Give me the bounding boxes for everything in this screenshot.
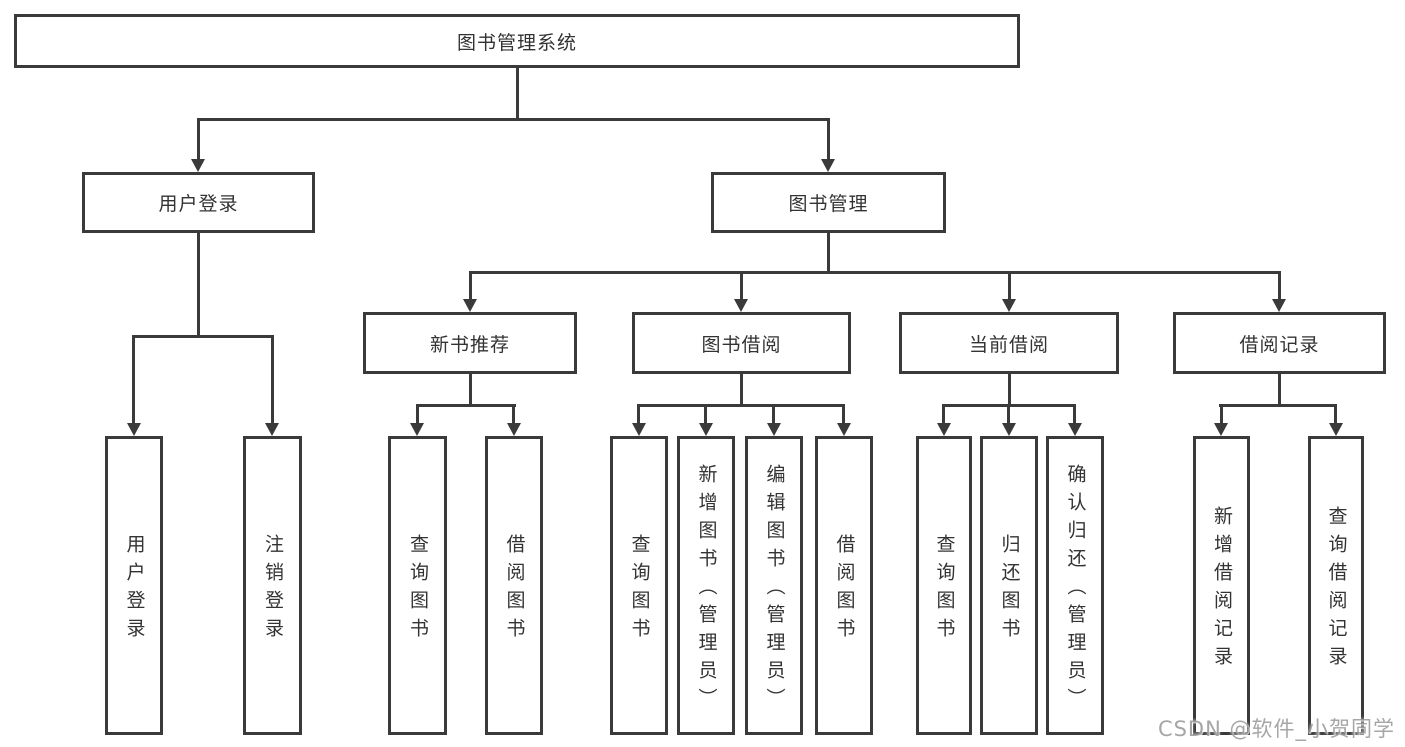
node-label: 图书管理	[788, 193, 869, 215]
arrow-down-icon	[1272, 299, 1286, 312]
arrow-down-icon	[632, 423, 646, 436]
node-new-book-recommend: 新书推荐	[363, 312, 577, 374]
connector-line	[469, 271, 1280, 274]
leaf-borrow-book: 借阅图书	[815, 436, 873, 735]
arrow-down-icon	[699, 423, 713, 436]
connector-line	[1007, 404, 1010, 423]
leaf-user-login: 用户登录	[105, 436, 163, 735]
node-user-login: 用户登录	[82, 172, 315, 233]
arrow-down-icon	[1002, 423, 1016, 436]
connector-line	[197, 118, 830, 121]
leaf-label: 查询图书	[628, 534, 651, 646]
leaf-query-borrow-record: 查询借阅记录	[1308, 436, 1364, 735]
leaf-label: 确认归还（管理员）	[1064, 464, 1087, 716]
connector-line	[842, 404, 845, 423]
leaf-query-book-borrow: 查询图书	[610, 436, 668, 735]
arrow-down-icon	[837, 423, 851, 436]
connector-line	[740, 271, 743, 299]
connector-line	[469, 374, 472, 407]
leaf-label: 编辑图书（管理员）	[763, 464, 786, 716]
leaf-confirm-return-admin: 确认归还（管理员）	[1046, 436, 1104, 735]
leaf-add-book-admin: 新增图书（管理员）	[677, 436, 735, 735]
connector-line	[197, 233, 200, 338]
connector-line	[469, 271, 472, 299]
connector-line	[512, 404, 515, 423]
connector-line	[740, 374, 743, 407]
node-label: 图书借阅	[701, 333, 782, 356]
connector-line	[271, 335, 274, 423]
connector-line	[416, 404, 419, 423]
connector-line	[1219, 404, 1337, 407]
leaf-borrow-book-recommend: 借阅图书	[485, 436, 543, 735]
leaf-label: 注销登录	[262, 534, 284, 646]
arrow-down-icon	[734, 299, 748, 312]
node-label: 借阅记录	[1239, 333, 1320, 356]
arrow-down-icon	[767, 423, 781, 436]
node-current-borrow: 当前借阅	[899, 312, 1119, 374]
arrow-down-icon	[937, 423, 951, 436]
leaf-edit-book-admin: 编辑图书（管理员）	[745, 436, 803, 735]
leaf-label: 新增图书（管理员）	[695, 464, 718, 716]
connector-line	[516, 68, 519, 120]
node-label: 新书推荐	[429, 333, 510, 356]
leaf-label: 借阅图书	[503, 534, 526, 646]
connector-line	[704, 404, 707, 423]
leaf-label: 借阅图书	[833, 534, 856, 646]
node-book-management: 图书管理	[711, 172, 946, 233]
leaf-add-borrow-record: 新增借阅记录	[1193, 436, 1250, 735]
leaf-label: 查询借阅记录	[1325, 506, 1348, 674]
node-label: 图书管理系统	[456, 31, 577, 54]
arrow-down-icon	[127, 423, 141, 436]
connector-line	[1008, 271, 1011, 299]
arrow-down-icon	[1329, 423, 1343, 436]
connector-line	[197, 118, 200, 159]
connector-line	[1220, 404, 1223, 423]
connector-line	[1008, 374, 1011, 407]
arrow-down-icon	[1068, 423, 1082, 436]
arrow-down-icon	[1214, 423, 1228, 436]
arrow-down-icon	[265, 423, 279, 436]
arrow-down-icon	[507, 423, 521, 436]
leaf-query-book-current: 查询图书	[916, 436, 972, 735]
node-book-borrow: 图书借阅	[632, 312, 851, 374]
connector-line	[942, 404, 945, 423]
arrow-down-icon	[463, 299, 477, 312]
connector-line	[1278, 271, 1281, 299]
connector-line	[416, 404, 516, 407]
leaf-label: 归还图书	[998, 534, 1021, 646]
connector-line	[637, 404, 640, 423]
connector-line	[827, 118, 830, 159]
leaf-label: 查询图书	[407, 534, 429, 646]
node-borrow-record: 借阅记录	[1173, 312, 1386, 374]
arrow-down-icon	[191, 159, 205, 172]
connector-line	[772, 404, 775, 423]
leaf-label: 查询图书	[933, 534, 956, 646]
csdn-watermark: CSDN @软件_小贺同学	[1157, 717, 1395, 741]
connector-line	[132, 335, 135, 423]
leaf-logout: 注销登录	[243, 436, 302, 735]
arrow-down-icon	[821, 159, 835, 172]
connector-line	[827, 233, 830, 274]
connector-line	[1073, 404, 1076, 423]
leaf-label: 用户登录	[123, 534, 146, 646]
node-label: 当前借阅	[968, 333, 1049, 356]
arrow-down-icon	[1002, 299, 1016, 312]
node-label: 用户登录	[158, 193, 239, 215]
leaf-label: 新增借阅记录	[1211, 506, 1233, 674]
leaf-query-book-recommend: 查询图书	[388, 436, 447, 735]
connector-line	[132, 335, 274, 338]
leaf-return-book: 归还图书	[980, 436, 1038, 735]
connector-line	[1278, 374, 1281, 407]
arrow-down-icon	[410, 423, 424, 436]
connector-line	[1334, 404, 1337, 423]
connector-line	[637, 404, 845, 407]
node-library-management-system: 图书管理系统	[14, 14, 1020, 68]
